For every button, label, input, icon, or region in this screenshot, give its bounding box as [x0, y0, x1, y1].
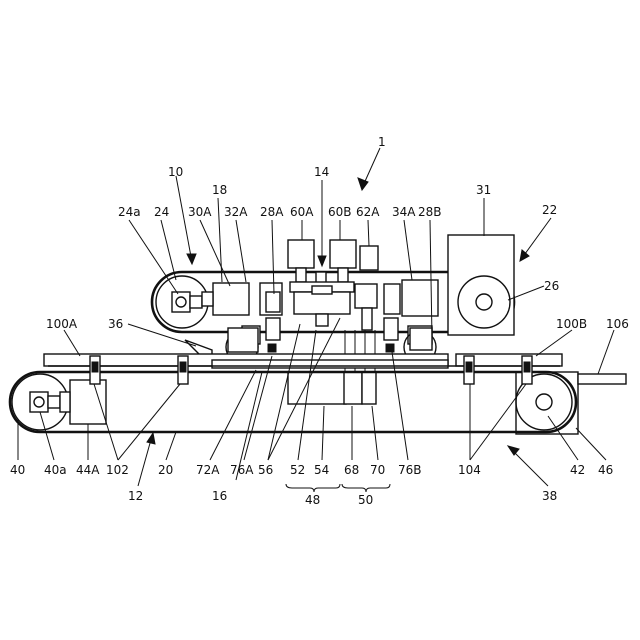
label-50: 50 [358, 493, 373, 507]
label-34A: 34A [392, 205, 416, 219]
label-10: 10 [168, 165, 183, 179]
label-72A: 72A [196, 463, 220, 477]
central-unit [226, 240, 436, 404]
label-48: 48 [305, 493, 320, 507]
label-16: 16 [212, 489, 227, 503]
label-62A: 62A [356, 205, 380, 219]
label-40a: 40a [44, 463, 67, 477]
label-76A: 76A [230, 463, 254, 477]
label-28A: 28A [260, 205, 284, 219]
label-14: 14 [314, 165, 329, 179]
label-100B: 100B [556, 317, 587, 331]
label-104: 104 [458, 463, 481, 477]
label-56: 56 [258, 463, 273, 477]
label-60B: 60B [328, 205, 352, 219]
label-26: 26 [544, 279, 559, 293]
label-70: 70 [370, 463, 385, 477]
label-18: 18 [212, 183, 227, 197]
label-106: 106 [606, 317, 629, 331]
label-100A: 100A [46, 317, 78, 331]
label-30A: 30A [188, 205, 212, 219]
label-32A: 32A [224, 205, 248, 219]
label-42: 42 [570, 463, 585, 477]
label-68: 68 [344, 463, 359, 477]
label-102: 102 [106, 463, 129, 477]
label-20: 20 [158, 463, 173, 477]
label-44A: 44A [76, 463, 100, 477]
label-46: 46 [598, 463, 613, 477]
label-22: 22 [542, 203, 557, 217]
label-38: 38 [542, 489, 557, 503]
label-24: 24 [154, 205, 169, 219]
label-52: 52 [290, 463, 305, 477]
label-12: 12 [128, 489, 143, 503]
label-60A: 60A [290, 205, 314, 219]
label-54: 54 [314, 463, 329, 477]
label-24a: 24a [118, 205, 141, 219]
label-31: 31 [476, 183, 491, 197]
label-76B: 76B [398, 463, 422, 477]
label-28B: 28B [418, 205, 442, 219]
label-1: 1 [378, 135, 386, 149]
label-40: 40 [10, 463, 25, 477]
label-36: 36 [108, 317, 123, 331]
base-rail [44, 354, 562, 368]
